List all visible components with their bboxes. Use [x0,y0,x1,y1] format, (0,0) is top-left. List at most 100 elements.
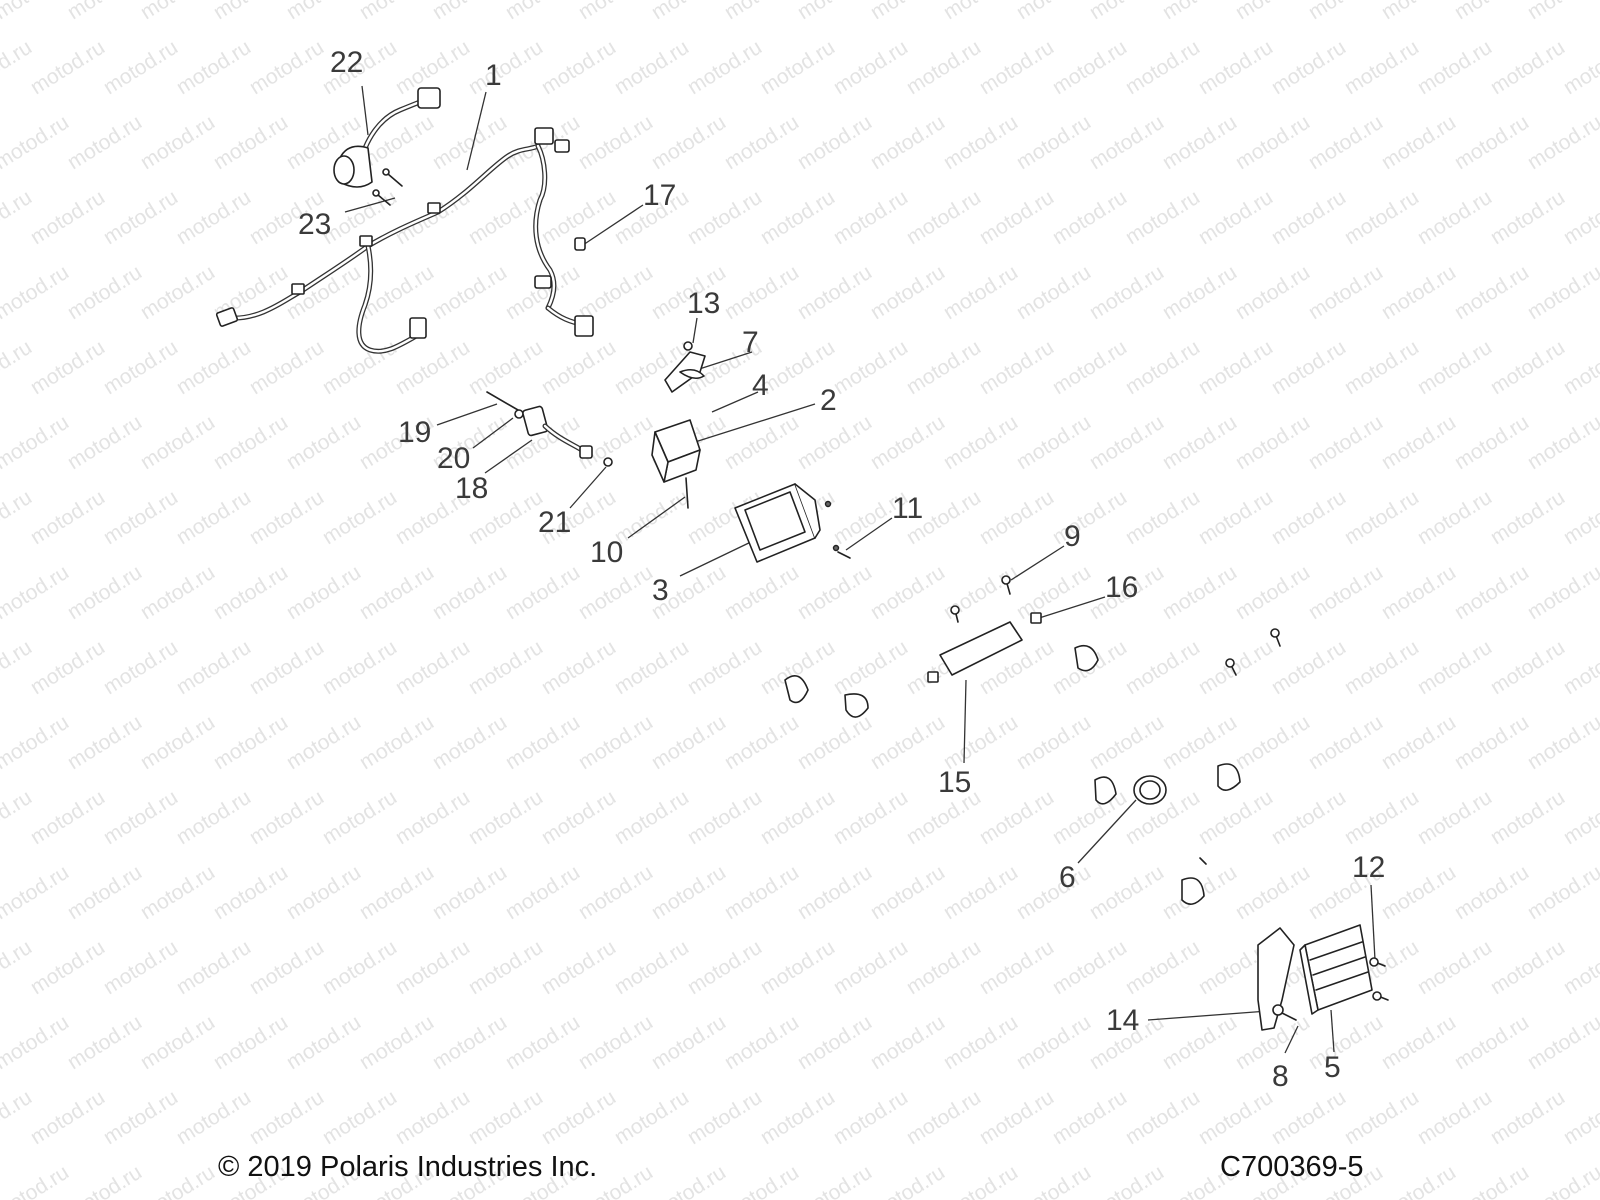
watermark-text: motod.ru [975,186,1057,249]
watermark-text: motod.ru [501,711,583,774]
callout-12: 12 [1352,851,1385,884]
wiring-harness [215,127,594,354]
watermark-text: motod.ru [1231,861,1313,924]
watermark-text: motod.ru [1413,786,1495,849]
watermark-text: motod.ru [793,711,875,774]
watermark-text: motod.ru [0,936,36,999]
watermark-text: motod.ru [1012,1011,1094,1074]
callout-14: 14 [1106,1004,1139,1037]
watermark-text: motod.ru [1194,336,1276,399]
watermark-text: motod.ru [0,711,73,774]
watermark-text: motod.ru [793,1011,875,1074]
watermark-text: motod.ru [574,561,656,624]
watermark-text: motod.ru [1413,486,1495,549]
watermark-text: motod.ru [756,936,838,999]
watermark-text: motod.ru [720,711,802,774]
watermark-text: motod.ru [1267,1086,1349,1149]
watermark-text: motod.ru [1486,786,1568,849]
watermark-text: motod.ru [1486,636,1568,699]
watermark-text: motod.ru [756,786,838,849]
watermark-text: motod.ru [136,411,218,474]
watermark-text: motod.ru [0,486,36,549]
watermark-text: motod.ru [355,711,437,774]
watermark-text: motod.ru [1340,1086,1422,1149]
watermark-text: motod.ru [1413,36,1495,99]
watermark-text: motod.ru [1158,0,1240,24]
watermark-text: motod.ru [1450,111,1532,174]
watermark-text: motod.ru [975,486,1057,549]
watermark-text: motod.ru [1085,1161,1167,1200]
callout-7: 7 [742,326,759,359]
watermark-text: motod.ru [428,561,510,624]
watermark-text: motod.ru [1085,0,1167,24]
watermark-text: motod.ru [136,111,218,174]
callout-13: 13 [687,287,720,320]
watermark-text: motod.ru [574,0,656,24]
watermark-text: motod.ru [1413,336,1495,399]
watermark-text: motod.ru [355,1011,437,1074]
watermark-text: motod.ru [866,261,948,324]
watermark-text: motod.ru [1048,1086,1130,1149]
watermark-text: motod.ru [1012,411,1094,474]
grommet-6 [1133,775,1167,805]
watermark-text: motod.ru [1523,561,1600,624]
watermark-text: motod.ru [245,936,327,999]
screws-23 [372,168,403,206]
watermark-text: motod.ru [574,861,656,924]
screw-11 [837,551,851,559]
watermark-text: motod.ru [1158,411,1240,474]
watermark-text: motod.ru [793,561,875,624]
callout-20: 20 [437,442,470,475]
watermark-text: motod.ru [683,636,765,699]
watermark-text: motod.ru [1231,561,1313,624]
watermark-text: motod.ru [209,0,291,24]
clip-17 [574,237,586,251]
watermark-text: motod.ru [1377,411,1459,474]
watermark-text: motod.ru [756,36,838,99]
watermark-text: motod.ru [1267,786,1349,849]
watermark-text: motod.ru [26,786,108,849]
watermark-text: motod.ru [63,111,145,174]
watermark-text: motod.ru [1121,636,1203,699]
watermark-text: motod.ru [428,861,510,924]
watermark-text: motod.ru [1231,261,1313,324]
watermark-text: motod.ru [464,336,546,399]
watermark-text: motod.ru [1194,1086,1276,1149]
watermark-text: motod.ru [0,561,73,624]
watermark-text: motod.ru [720,111,802,174]
watermark-text: motod.ru [209,111,291,174]
watermark-text: motod.ru [318,336,400,399]
watermark-text: motod.ru [245,336,327,399]
watermark-text: motod.ru [866,861,948,924]
watermark-text: motod.ru [464,936,546,999]
watermark-text: motod.ru [1450,1011,1532,1074]
nut-13 [683,341,693,351]
watermark-text: motod.ru [1413,936,1495,999]
watermark-text: motod.ru [391,936,473,999]
watermark-text: motod.ru [1523,861,1600,924]
watermark-text: motod.ru [1450,861,1532,924]
watermark-text: motod.ru [720,261,802,324]
watermark-text: motod.ru [866,561,948,624]
watermark-text: motod.ru [1194,486,1276,549]
watermark-text: motod.ru [1231,711,1313,774]
watermark-text: motod.ru [1194,186,1276,249]
watermark-text: motod.ru [866,411,948,474]
watermark-text: motod.ru [99,486,181,549]
watermark-text: motod.ru [939,861,1021,924]
watermark-text: motod.ru [282,0,364,24]
watermark-text: motod.ru [136,861,218,924]
watermark-text: motod.ru [939,1011,1021,1074]
screws-misc [1199,628,1281,865]
watermark-text: motod.ru [0,411,73,474]
watermark-text: motod.ru [537,786,619,849]
watermark-text: motod.ru [1048,186,1130,249]
watermark-text: motod.ru [1450,711,1532,774]
watermark-text: motod.ru [428,0,510,24]
watermark-text: motod.ru [1523,411,1600,474]
watermark-text: motod.ru [136,1161,218,1200]
connector-sensor-22 [333,87,441,188]
watermark-text: motod.ru [1559,1086,1600,1149]
watermark-text: motod.ru [136,711,218,774]
watermark-text: motod.ru [683,36,765,99]
